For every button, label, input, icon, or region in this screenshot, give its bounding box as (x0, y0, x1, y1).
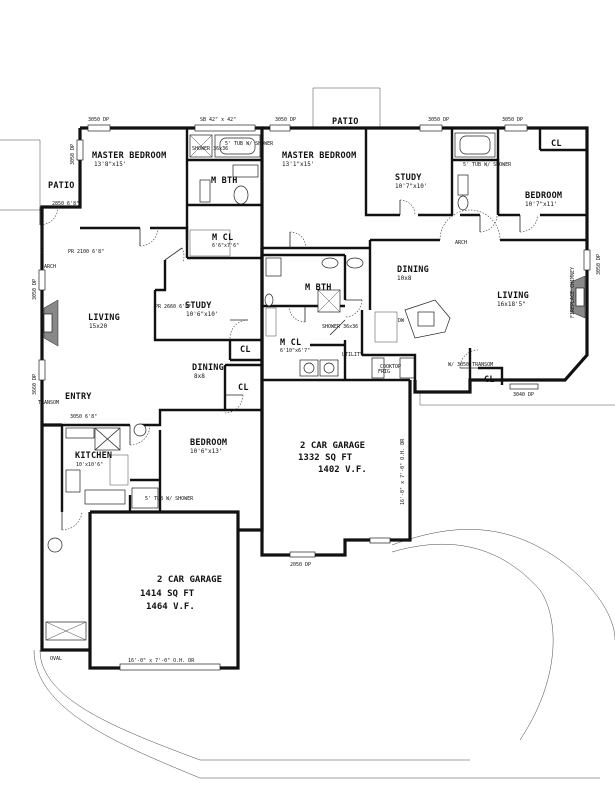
dining-size-left: 8x8 (194, 373, 205, 380)
right-unit-labels: PATIO MASTER BEDROOM 13'1"x15' STUDY 10'… (275, 117, 562, 568)
window-living-left: 3050 DP (32, 279, 38, 300)
door-entry-left: 3050 6'8" (70, 414, 97, 420)
kitchen-label-left: KITCHEN (75, 451, 112, 461)
tub-label-right: 5' TUB W/ SHOWER (463, 162, 512, 168)
arch-label-left: ARCH (44, 264, 56, 270)
garage-label-left: 2 CAR GARAGE (157, 575, 222, 585)
door-swings (39, 199, 539, 531)
garage-sqft-left: 1414 SQ FT (140, 589, 195, 599)
patio-label-right: PATIO (332, 117, 359, 127)
fixtures (43, 132, 586, 641)
water-heater-icon (47, 537, 63, 553)
bedroom-label-left: BEDROOM (190, 438, 227, 448)
study-size-left: 10'6"x10' (186, 311, 219, 318)
m-bth-label-right: M BTH (305, 283, 332, 293)
shower-label-right: SHOWER 36x36 (322, 324, 358, 330)
dining-size-right: 10x8 (397, 275, 412, 282)
garage-label-right: 2 CAR GARAGE (300, 441, 365, 451)
right-unit-walls (260, 126, 589, 557)
utility-label: UTILITY (342, 352, 363, 358)
door-pr-left: PR 2100 6'8" (68, 249, 104, 255)
bedroom-size-right: 10'7"x11' (525, 201, 558, 208)
m-cl-size-right: 6'10"x6'7" (280, 348, 310, 354)
m-cl-label-left: M CL (212, 233, 233, 243)
kitchen-size-left: 10'x10'6" (76, 462, 103, 468)
living-size-right: 16x18'5" (497, 301, 526, 308)
tub-label-left-2: 5' TUB W/ SHOWER (145, 496, 194, 502)
bedroom-size-left: 10'6"x13' (190, 448, 223, 455)
window-entry-left: 3660 DP (32, 374, 38, 395)
garage-door-right: 16'-0" x 7'-0" O.H. DR (400, 438, 406, 505)
master-bedroom-size-left: 13'8"x15' (94, 161, 127, 168)
toilet-icon (233, 185, 249, 205)
dining-label-right: DINING (397, 265, 429, 275)
sink-icon (199, 179, 211, 203)
patio-label-left: PATIO (48, 181, 75, 191)
m-bth-label-left: M BTH (211, 176, 238, 186)
rotated-labels: 3050 DP 3660 DP 3050 DP 3050 DP FIREPLAC… (32, 144, 602, 505)
window-bottom-right: 3040 DP (513, 392, 534, 398)
m-cl-size-left: 6'6"x7'6" (212, 243, 239, 249)
window-top-right-3: 3050 DP (502, 117, 523, 123)
oval-label-left: OVAL (50, 656, 62, 662)
transom-label-left: TRANSOM (38, 400, 59, 406)
transom-label-right: W/ 3050 TRANSOM (448, 362, 493, 368)
window-front-left: SB 42" x 42" (200, 117, 236, 123)
sink-icon (417, 311, 435, 327)
window-top-right-1: 3050 DP (275, 117, 296, 123)
living-label-left: LIVING (88, 313, 120, 323)
study-label-right: STUDY (395, 173, 422, 183)
master-bedroom-size-right: 13'1"x15' (282, 161, 315, 168)
garage-vf-left: 1464 V.F. (146, 602, 195, 612)
window-side-right: 3050 DP (596, 254, 602, 275)
windows (38, 124, 591, 671)
closet-label-right-bottom: CL (484, 375, 495, 385)
master-bedroom-label-right: MASTER BEDROOM (282, 151, 356, 161)
living-label-right: LIVING (497, 291, 529, 301)
closet-label-right-top: CL (551, 139, 562, 149)
left-unit-labels: PATIO MASTER BEDROOM 13'8"x15' M BTH M C… (38, 117, 274, 664)
window-top-right-2: 3050 DP (428, 117, 449, 123)
shower-label-left: SHOWER 36x36 (192, 146, 228, 152)
garage-door-left: 16'-0" x 7'-0" O.H. DR (128, 658, 195, 664)
toilet-icon (264, 293, 274, 307)
window-patio-side-left: 3050 DP (70, 144, 76, 165)
living-size-left: 15x20 (89, 323, 107, 330)
bedroom-label-right: BEDROOM (525, 191, 562, 201)
arch-label-right: ARCH (455, 240, 467, 246)
door-patio-left: 2850 6'8" (52, 201, 79, 207)
site-lines (0, 87, 615, 779)
closet-label-left-2: CL (238, 383, 249, 393)
garage-sqft-right: 1332 SQ FT (298, 453, 353, 463)
bathtub-icon (131, 487, 159, 509)
dining-label-left: DINING (192, 363, 224, 373)
study-size-right: 10'7"x10' (395, 183, 428, 190)
tub-label-left: 5' TUB W/ SHOWER (225, 141, 274, 147)
door-study-left: PR 2660 6'8" (155, 304, 191, 310)
closet-label-left-1: CL (240, 345, 251, 355)
master-bedroom-label-left: MASTER BEDROOM (92, 151, 166, 161)
window-top-left: 3050 DP (88, 117, 109, 123)
garage-vf-right: 1402 V.F. (318, 465, 367, 475)
m-cl-label-right: M CL (280, 338, 301, 348)
toilet-icon (457, 195, 469, 211)
frig-label: FRIG (378, 369, 390, 375)
entry-label-left: ENTRY (65, 392, 92, 402)
cooktop-label: COOKTOP (380, 364, 401, 370)
study-label-left: STUDY (185, 301, 212, 311)
sink-icon (321, 257, 339, 269)
fireplace-label-right: FIREPLACE CHIMNEY (570, 267, 576, 318)
dw-label: DW (398, 318, 405, 324)
sink-icon (457, 174, 469, 196)
window-garage-right: 2050 DP (290, 562, 311, 568)
